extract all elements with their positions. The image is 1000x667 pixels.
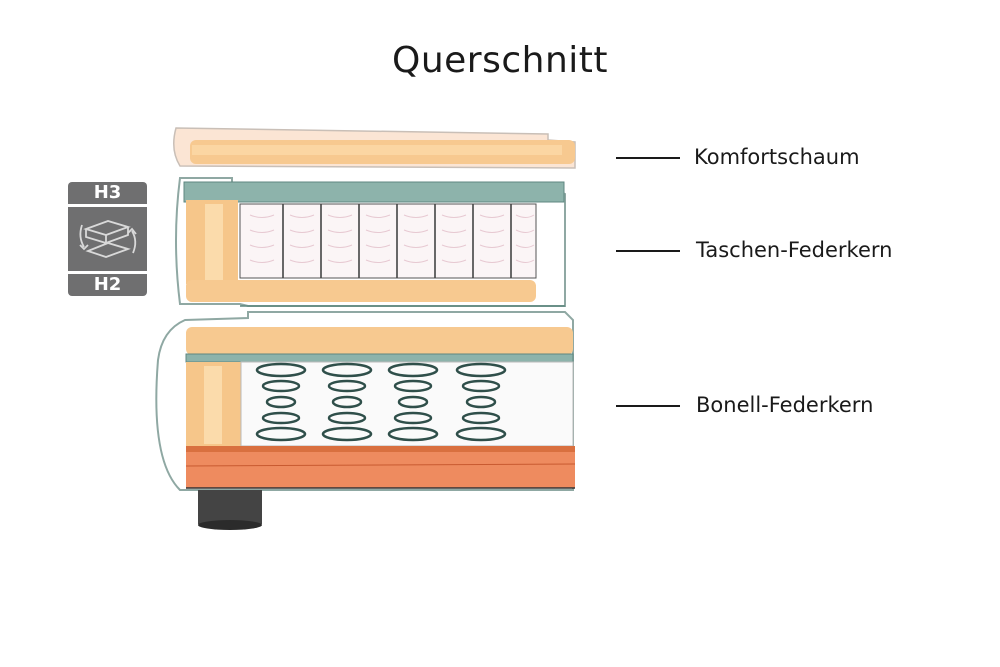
- page-title: Querschnitt: [391, 40, 608, 81]
- label-bonnell-spring: Bonell-Federkern: [696, 393, 874, 417]
- firmness-badge: H3 H2: [68, 182, 147, 296]
- comfort-foam-layer: [173, 127, 576, 169]
- leader-comfort-foam: [616, 157, 680, 159]
- bonnell-springs: [255, 362, 507, 442]
- label-comfort-foam: Komfortschaum: [694, 145, 860, 169]
- firmness-h3: H3: [68, 182, 147, 204]
- flip-mattress-icon: [68, 207, 147, 271]
- bed-foot: [198, 490, 262, 530]
- firmness-h2: H2: [68, 274, 147, 296]
- bonnell-box-base: [155, 311, 576, 491]
- pocket-spring-mattress: [175, 177, 566, 307]
- leader-bonnell-spring: [616, 405, 680, 407]
- leader-pocket-spring: [616, 250, 680, 252]
- label-pocket-spring: Taschen-Federkern: [696, 238, 893, 262]
